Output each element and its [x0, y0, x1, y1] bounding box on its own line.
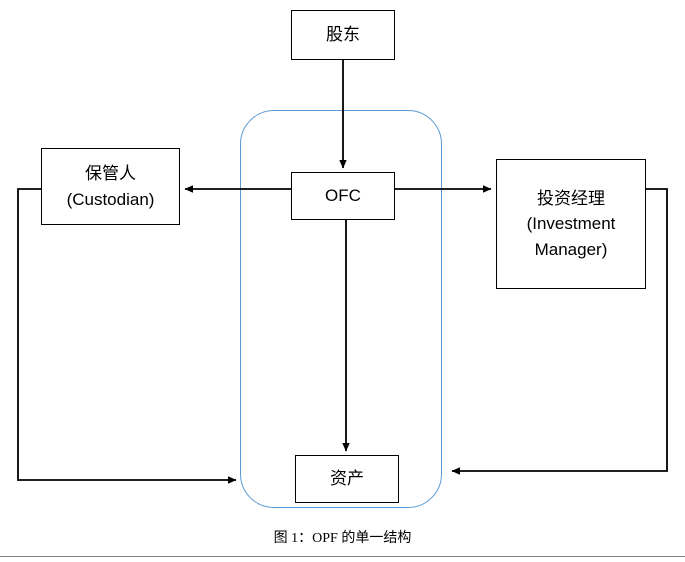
node-manager-label-en-2: Manager) [534, 239, 608, 259]
node-manager-label-en-1: (Investment [526, 214, 616, 234]
node-assets[interactable]: 资产 [295, 455, 399, 503]
node-shareholder-label: 股东 [326, 25, 360, 45]
node-assets-label: 资产 [330, 469, 364, 489]
node-manager-label-cn: 投资经理 [537, 188, 605, 208]
footer-divider [0, 556, 685, 557]
node-custodian[interactable]: 保管人 (Custodian) [41, 148, 180, 225]
node-shareholder[interactable]: 股东 [291, 10, 395, 60]
node-custodian-label-en: (Custodian) [66, 189, 155, 209]
figure-caption: 图 1：OPF 的单一结构 [273, 531, 412, 546]
node-ofc-label: OFC [325, 186, 361, 206]
connector-custodian-to-assets [17, 188, 237, 484]
node-ofc[interactable]: OFC [291, 172, 395, 220]
fund-boundary-rounded-rect [240, 110, 442, 508]
node-investment-manager[interactable]: 投资经理 (Investment Manager) [496, 159, 646, 289]
connector-manager-to-assets [451, 188, 668, 475]
node-custodian-label-cn: 保管人 [85, 164, 136, 183]
